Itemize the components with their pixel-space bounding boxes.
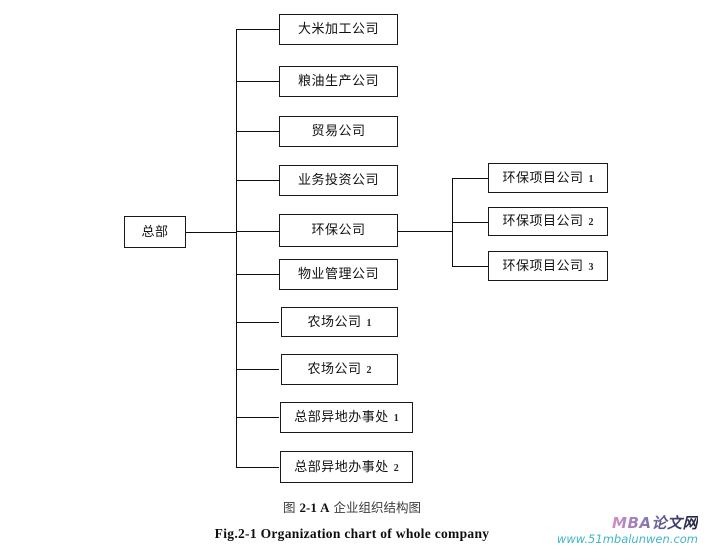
node-label-index: 2 <box>393 462 399 474</box>
node-label: 农场公司 <box>307 314 362 330</box>
node-branch-3: 贸易公司 <box>279 116 398 147</box>
node-label-index: 1 <box>393 413 399 424</box>
connector-branch-5 <box>236 231 279 232</box>
node-branch-4: 业务投资公司 <box>279 165 398 196</box>
node-label-index: 1 <box>588 173 594 185</box>
node-label-index: 2 <box>588 217 594 228</box>
connector-sub-branch-1 <box>452 178 488 179</box>
connector-branch-1 <box>236 29 279 30</box>
caption-figure-number: 2-1 A <box>299 500 330 515</box>
caption-title-chinese: 企业组织结构图 <box>333 500 421 515</box>
node-sub-branch-2: 环保项目公司 2 <box>488 207 608 236</box>
figure-caption-english: Fig.2-1 Organization chart of whole comp… <box>214 526 490 541</box>
node-label: 粮油生产公司 <box>297 74 379 89</box>
node-label-index: 2 <box>366 365 372 376</box>
node-label: 农场公司 <box>307 362 362 377</box>
connector-branch-7 <box>236 322 279 323</box>
node-branch-9: 总部异地办事处 1 <box>280 402 413 433</box>
node-label: 总部异地办事处 <box>294 459 389 475</box>
node-headquarters: 总部 <box>124 216 186 248</box>
node-sub-branch-3: 环保项目公司 3 <box>488 251 608 281</box>
caption-prefix: 图 <box>283 500 296 515</box>
node-label: 总部异地办事处 <box>294 410 389 425</box>
node-label: 环保项目公司 <box>502 170 584 186</box>
node-label: 贸易公司 <box>311 124 366 139</box>
connector-branch-4 <box>236 180 279 181</box>
node-sub-branch-1: 环保项目公司 1 <box>488 163 608 193</box>
node-label-index: 3 <box>588 261 594 273</box>
connector-sub-branch-3 <box>452 266 488 267</box>
node-branch-7: 农场公司 1 <box>281 307 398 337</box>
node-label: 总部 <box>141 224 169 240</box>
connector-branch-6 <box>236 274 279 275</box>
node-branch-10: 总部异地办事处 2 <box>280 451 413 483</box>
node-label-index: 1 <box>366 317 372 329</box>
node-branch-8: 农场公司 2 <box>281 354 398 385</box>
connector-branch-3 <box>236 131 279 132</box>
node-label: 环保项目公司 <box>502 258 584 274</box>
node-label: 环保公司 <box>311 223 366 238</box>
connector-branch-10 <box>236 467 279 468</box>
node-label: 业务投资公司 <box>297 173 379 188</box>
node-branch-1: 大米加工公司 <box>279 14 398 45</box>
connector-root-stem <box>186 232 236 233</box>
node-branch-5: 环保公司 <box>279 214 398 247</box>
node-label: 大米加工公司 <box>297 22 379 37</box>
figure-caption-chinese: 图 2-1 A 企业组织结构图 <box>0 497 704 516</box>
node-label: 环保项目公司 <box>502 214 584 229</box>
connector-branch-9 <box>236 417 279 418</box>
watermark-url: www.51mbalunwen.com <box>556 532 698 546</box>
node-branch-2: 粮油生产公司 <box>279 66 398 97</box>
connector-branch-2 <box>236 81 279 82</box>
connector-sub-branch-2 <box>452 222 488 223</box>
watermark-brand: MBA论文网 <box>612 514 698 532</box>
node-branch-6: 物业管理公司 <box>279 259 398 290</box>
node-label: 物业管理公司 <box>297 267 379 282</box>
connector-branch-8 <box>236 369 279 370</box>
connector-sub-stem <box>398 231 452 232</box>
connector-main-trunk <box>236 29 237 467</box>
